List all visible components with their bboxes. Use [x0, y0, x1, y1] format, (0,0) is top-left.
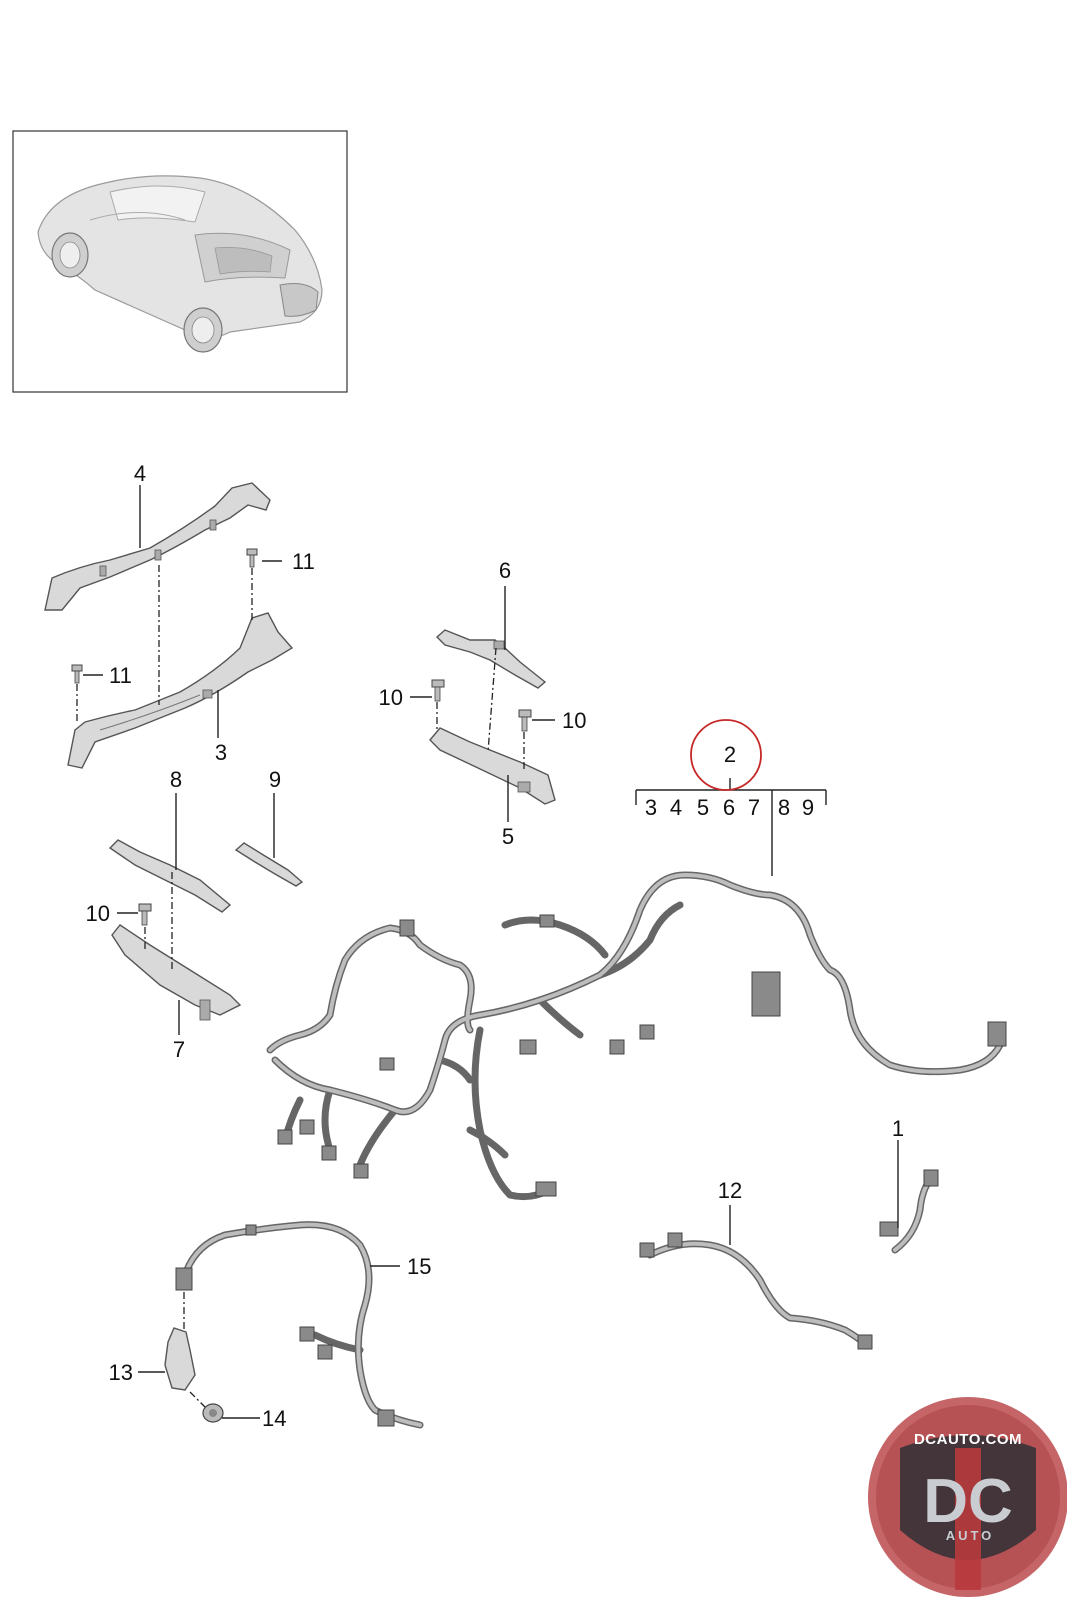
- group-item: 9: [802, 795, 814, 820]
- callout-6: 6: [499, 558, 511, 583]
- group-2-items: 3 4 5 6 7 8 9: [645, 795, 814, 820]
- callout-10-lower: 10: [86, 901, 110, 926]
- callout-3: 3: [215, 740, 227, 765]
- wiring-harness-1: [879, 1169, 939, 1254]
- wiring-harness-15: [175, 1221, 424, 1429]
- car-illustration: [37, 175, 323, 353]
- group-item: 5: [697, 795, 709, 820]
- callout-7: 7: [173, 1037, 185, 1062]
- part-9-bracket: [234, 842, 304, 887]
- callout-labels: 4 11 11 3 6 10 10 5 8 9 10 7 2 1 12 15 1…: [86, 461, 905, 1431]
- group-item: 7: [748, 795, 760, 820]
- wiring-harness-12: [639, 1232, 873, 1350]
- leader-lines: [83, 485, 899, 1419]
- watermark-mark: DC: [923, 1467, 1013, 1536]
- bolt-10-right: [518, 709, 532, 732]
- bolt-10-lower: [138, 903, 152, 926]
- part-5-bracket: [429, 727, 556, 805]
- callout-12: 12: [718, 1178, 742, 1203]
- group-item: 4: [670, 795, 682, 820]
- dcauto-watermark-logo: DCAUTO.COM DC AUTO: [868, 1397, 1067, 1597]
- sensor-13: [164, 1327, 196, 1391]
- callout-10-right: 10: [562, 708, 586, 733]
- group-item: 8: [778, 795, 790, 820]
- callout-11-upper: 11: [292, 549, 315, 574]
- callout-8: 8: [170, 767, 182, 792]
- highlight-circle: [690, 719, 762, 791]
- bolt-11-lower: [71, 664, 83, 684]
- part-8-bracket: [108, 839, 232, 913]
- part-4-cover: [44, 482, 271, 611]
- callout-15: 15: [407, 1254, 431, 1279]
- callout-5: 5: [502, 824, 514, 849]
- group-item: 3: [645, 795, 657, 820]
- overview-thumbnail: [12, 130, 348, 393]
- callout-2: 2: [724, 742, 736, 767]
- part-7-bracket: [111, 924, 242, 1021]
- callout-13: 13: [109, 1360, 133, 1385]
- group-item: 6: [723, 795, 735, 820]
- callout-4: 4: [134, 461, 146, 486]
- callout-10-left: 10: [379, 685, 403, 710]
- main-wiring-harness: [266, 871, 1007, 1201]
- watermark-site: DCAUTO.COM: [914, 1431, 1022, 1448]
- grommet-14: [202, 1403, 224, 1423]
- bolt-11-upper: [246, 548, 258, 568]
- part-6-bracket: [435, 629, 547, 689]
- callout-14: 14: [262, 1406, 286, 1431]
- watermark-sub: AUTO: [946, 1528, 995, 1543]
- part-3-cover: [67, 612, 294, 769]
- callout-1: 1: [892, 1116, 904, 1141]
- bolt-10-left: [431, 679, 445, 702]
- callout-9: 9: [269, 767, 281, 792]
- callout-11-lower: 11: [109, 663, 132, 688]
